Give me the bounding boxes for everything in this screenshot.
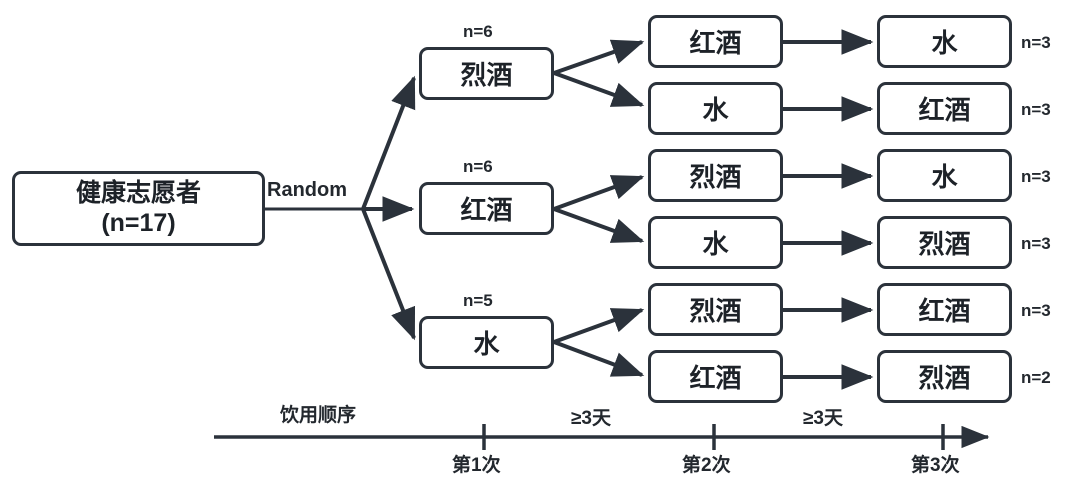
timeline-axis-title: 饮用顺序 [280,405,357,426]
node-stage2-3-label: 水 [702,229,729,259]
stage1-n-label-2: n=5 [463,291,493,310]
timeline-gap-label-2: ≥3天 [803,408,843,429]
edge-stage1-liquor-to-stage2-row1 [553,39,645,75]
node-stage2-1-label: 水 [702,95,729,125]
node-stage3-0[interactable]: 水 [877,15,1012,68]
edge-stage1-wine-to-stage2-row3 [553,175,645,211]
node-stage1-0[interactable]: 烈酒 [419,47,554,100]
node-stage2-2[interactable]: 烈酒 [648,149,783,202]
edge-stage1-liquor-to-stage2-row2 [553,71,645,107]
node-root-line2: (n=17) [101,208,176,237]
node-stage3-3[interactable]: 烈酒 [877,216,1012,269]
node-stage3-1[interactable]: 红酒 [877,82,1012,135]
node-stage1-1-label: 红酒 [460,195,513,225]
node-stage2-3[interactable]: 水 [648,216,783,269]
timeline-tick-label-1: 第2次 [682,455,731,476]
edge-stage1-water-to-stage2-row5 [553,308,645,344]
stage3-n-label-0: n=3 [1021,33,1051,52]
timeline-axis [214,424,990,450]
edge-hub-to-stage1-water [361,208,416,341]
node-stage1-2-label: 水 [473,329,500,359]
node-stage2-2-label: 烈酒 [689,162,742,192]
edge-hub-to-stage1-liquor [361,75,416,210]
node-stage3-2[interactable]: 水 [877,149,1012,202]
node-stage3-5[interactable]: 烈酒 [877,350,1012,403]
stage1-n-label-0: n=6 [463,22,493,41]
edge-stage1-wine-to-stage2-row4 [553,207,645,243]
node-stage3-2-label: 水 [931,162,958,192]
stage1-n-label-1: n=6 [463,157,493,176]
node-root-text: 健康志愿者 (n=17) [76,179,201,238]
node-stage1-0-label: 烈酒 [460,60,513,90]
timeline-gap-label-1: ≥3天 [571,408,611,429]
node-stage1-2[interactable]: 水 [419,316,554,369]
stage3-n-label-4: n=3 [1021,301,1051,320]
node-stage3-0-label: 水 [931,28,958,58]
node-stage2-5[interactable]: 红酒 [648,350,783,403]
stage3-n-label-5: n=2 [1021,368,1051,387]
node-stage2-5-label: 红酒 [689,363,742,393]
stage3-n-label-3: n=3 [1021,234,1051,253]
node-stage2-0-label: 红酒 [689,28,742,58]
node-stage3-5-label: 烈酒 [918,363,971,393]
node-root-participants[interactable]: 健康志愿者 (n=17) [12,171,265,246]
stage3-n-label-2: n=3 [1021,167,1051,186]
edge-stage1-water-to-stage2-row6 [553,340,645,377]
node-stage2-1[interactable]: 水 [648,82,783,135]
randomization-label: Random [267,179,347,201]
timeline-tick-label-2: 第3次 [911,455,960,476]
node-stage2-4-label: 烈酒 [689,296,742,326]
node-stage3-3-label: 烈酒 [918,229,971,259]
timeline-tick-label-0: 第1次 [452,455,501,476]
stage3-n-label-1: n=3 [1021,100,1051,119]
node-stage1-1[interactable]: 红酒 [419,182,554,235]
node-stage2-0[interactable]: 红酒 [648,15,783,68]
node-stage2-4[interactable]: 烈酒 [648,283,783,336]
node-root-line1: 健康志愿者 [75,179,201,207]
node-stage3-4-label: 红酒 [918,296,971,326]
node-stage3-1-label: 红酒 [918,95,971,125]
node-stage3-4[interactable]: 红酒 [877,283,1012,336]
